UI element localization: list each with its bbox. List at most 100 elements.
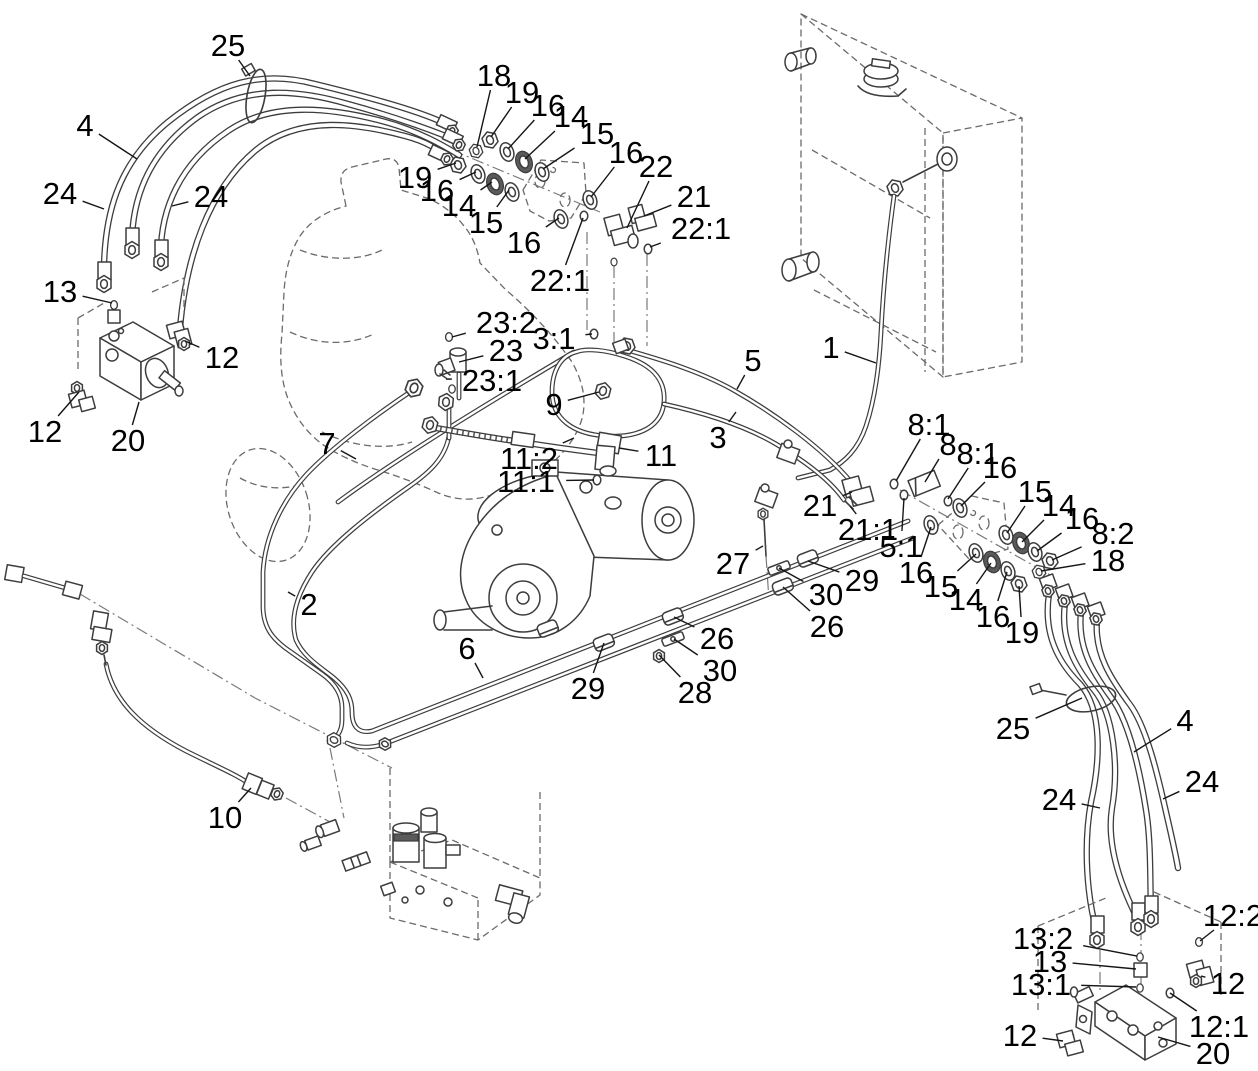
part-number-label: 19 (1005, 615, 1039, 650)
part-number-label: 8:2 (1091, 516, 1134, 551)
callout-19: 19 (490, 75, 539, 138)
callout-16: 16 (976, 571, 1010, 634)
callout-26: 26 (673, 616, 734, 656)
callout-4: 4 (1133, 703, 1194, 753)
part-number-label: 14 (442, 188, 476, 223)
leader-line (626, 180, 650, 229)
callout-9: 9 (545, 387, 600, 422)
left-gear-pump (67, 277, 193, 413)
callout-4: 4 (76, 108, 138, 160)
leader-line (131, 401, 140, 426)
callout-24: 24 (1042, 782, 1101, 817)
callout-12-1: 12:1 (1169, 992, 1249, 1044)
cable-tie-25-left (240, 62, 267, 124)
right-gear-pump (1037, 891, 1222, 1061)
part-number-label: 8 (939, 427, 956, 462)
leader-line (82, 295, 113, 304)
valve-elbow-right (494, 884, 531, 924)
callout-6: 6 (458, 631, 484, 679)
leader-line (451, 332, 466, 338)
callout-20: 20 (1157, 1036, 1230, 1071)
part-number-label: 29 (571, 671, 605, 706)
part-number-label: 12 (1003, 1018, 1037, 1053)
part-number-label: 16 (609, 135, 643, 170)
callout-2: 2 (287, 587, 318, 622)
part-number-label: 13 (1033, 944, 1067, 979)
part-number-label: 23:2 (476, 305, 536, 340)
leader-line (507, 119, 535, 150)
part-number-label: 23:1 (462, 363, 522, 398)
leader-line (924, 458, 940, 483)
part-number-label: 19 (505, 75, 539, 110)
callout-12: 12 (1200, 966, 1245, 1001)
leader-line (82, 200, 105, 210)
leader-line (1081, 984, 1137, 988)
callout-12: 12 (184, 340, 239, 375)
part-number-label: 8:1 (907, 407, 950, 442)
leader-line (920, 526, 932, 558)
leader-line (592, 642, 605, 674)
elbow-fitting-21-right (841, 475, 875, 510)
leader-line (564, 217, 584, 266)
callout-16: 16 (960, 450, 1017, 507)
elbow-12-right-pump-right (1185, 959, 1215, 989)
callout-16: 16 (507, 88, 565, 150)
leader-line (1162, 790, 1180, 800)
callout-27: 27 (716, 545, 764, 581)
callout-29: 29 (571, 642, 605, 706)
callout-16: 16 (899, 526, 933, 590)
callout-22-1: 22:1 (530, 217, 590, 298)
part-number-label: 21 (677, 179, 711, 214)
part-number-label: 8:1 (956, 436, 999, 471)
callout-3-1: 3:1 (532, 321, 593, 356)
callout-13-2: 13:2 (1013, 921, 1138, 957)
callout-16: 16 (590, 135, 643, 198)
part-number-label: 24 (194, 179, 228, 214)
leader-line (545, 217, 560, 228)
left-stub-tube (3, 563, 113, 666)
leader-line (1199, 929, 1215, 942)
part-number-label: 19 (398, 160, 432, 195)
callout-26: 26 (782, 586, 844, 644)
callout-3: 3 (709, 411, 737, 455)
leader-line (171, 201, 189, 207)
leader-line (960, 481, 986, 507)
leader-line (1083, 945, 1138, 957)
callout-21: 21 (643, 179, 711, 217)
part-number-label: 16 (983, 450, 1017, 485)
part-number-label: 22:1 (530, 263, 590, 298)
leader-line (947, 467, 969, 500)
leader-line (778, 567, 804, 583)
callout-15: 15 (542, 116, 614, 170)
part-number-label: 12:2 (1203, 898, 1258, 933)
leader-line (490, 106, 513, 138)
callout-8-1: 8:1 (947, 436, 1000, 500)
part-number-label: 1 (822, 330, 839, 365)
callout-25: 25 (996, 697, 1083, 746)
callout-19: 19 (398, 160, 457, 195)
leader-line (287, 591, 296, 597)
leader-line (807, 560, 840, 573)
radiator-cap (857, 58, 907, 98)
leader-line (459, 171, 477, 181)
callout-15: 15 (469, 189, 510, 240)
part-number-label: 13:1 (1011, 967, 1071, 1002)
leader-line (590, 166, 615, 198)
elbow-12-right-pump-left (1055, 1029, 1085, 1057)
part-number-label: 9 (545, 387, 562, 422)
callout-13-1: 13:1 (1011, 967, 1137, 1002)
leader-line (237, 787, 252, 803)
part-number-label: 7 (318, 426, 335, 461)
fitting-row-right (889, 469, 1061, 596)
hose-bundle-left (96, 62, 468, 328)
part-number-label: 30 (703, 653, 737, 688)
part-number-label: 18 (477, 58, 511, 93)
leader-line (340, 450, 357, 460)
callout-8-1: 8:1 (895, 407, 951, 482)
callout-5-1: 5:1 (879, 497, 923, 564)
part-number-label: 26 (700, 621, 734, 656)
part-number-label: 26 (810, 609, 844, 644)
callout-30: 30 (778, 567, 843, 612)
